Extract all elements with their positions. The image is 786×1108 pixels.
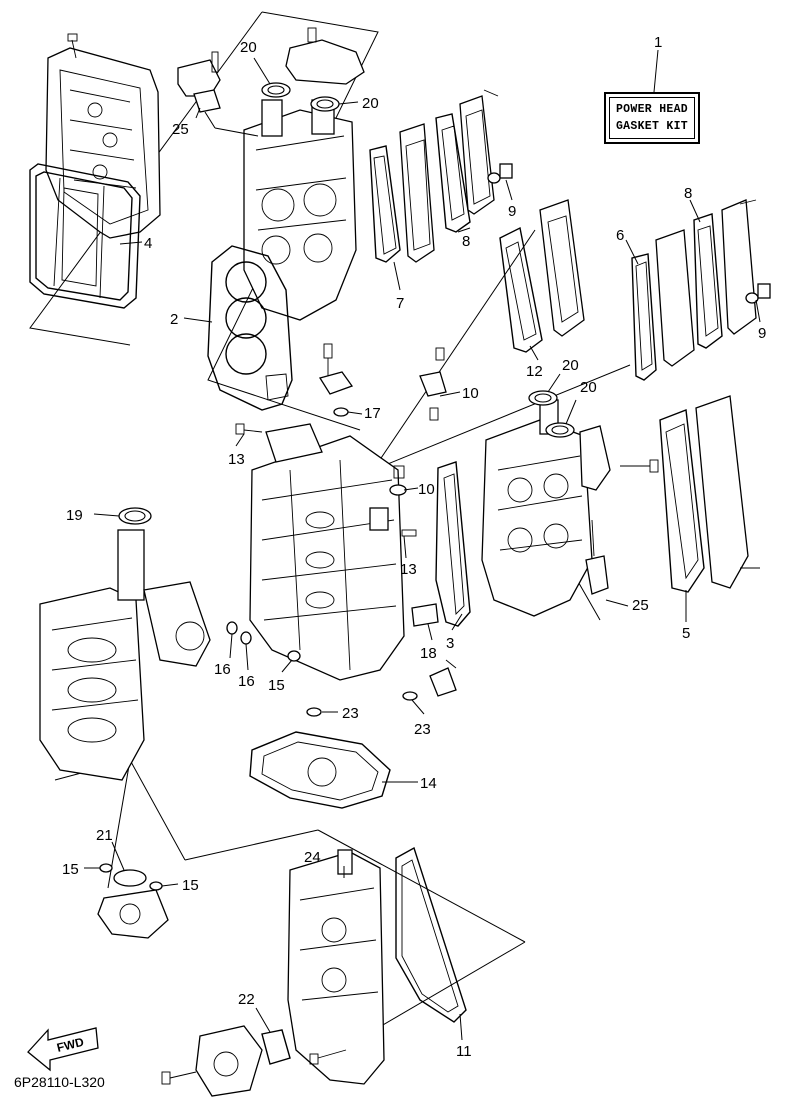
kit-box-line-2: GASKET KIT <box>615 120 688 133</box>
exhaust-cover-gasket-8-upper <box>435 113 471 233</box>
oil-seal-19 <box>118 507 152 525</box>
exhaust-inner-cover-right <box>539 199 585 337</box>
callout-labels: 1 2 3 4 5 6 7 8 8 9 9 10 10 11 12 13 13 … <box>62 34 766 1060</box>
callout-7: 7 <box>396 295 404 312</box>
exhaust-gasket-12 <box>499 226 543 353</box>
oil-seal-top-right <box>310 96 340 112</box>
callout-10-upper: 10 <box>462 385 479 402</box>
callout-12: 12 <box>526 363 543 380</box>
head-cover-gasket <box>29 163 141 309</box>
cylinder-head-cover-right <box>659 395 760 593</box>
exhaust-gasket-6 <box>631 253 657 381</box>
oil-pump-housing <box>97 869 169 939</box>
callout-24: 24 <box>304 849 321 866</box>
cylinder-head-right <box>481 399 611 617</box>
block-gasket-3 <box>435 461 471 627</box>
callout-6: 6 <box>616 227 624 244</box>
callout-13-right: 13 <box>400 561 417 578</box>
exhaust-manifold-gasket-14 <box>249 731 391 809</box>
callout-5: 5 <box>682 625 690 642</box>
oil-seal-right-upper <box>528 390 558 406</box>
oil-seal-top-left <box>261 82 291 98</box>
oil-seal-right-lower <box>545 422 575 438</box>
exhaust-gasket-8-right <box>693 213 723 349</box>
cylinder-head-top <box>177 27 365 321</box>
callout-23-right: 23 <box>414 721 431 738</box>
callout-9-right: 9 <box>758 325 766 342</box>
callout-19: 19 <box>66 507 83 524</box>
anode-9-upper <box>487 163 513 184</box>
thermostat-cover <box>161 1025 347 1097</box>
kit-box-inner-border <box>609 97 695 139</box>
callout-3: 3 <box>446 635 454 652</box>
callout-4: 4 <box>144 235 152 252</box>
callout-25-top: 25 <box>172 121 189 138</box>
callout-16-b: 16 <box>238 673 255 690</box>
thermostat-gasket-22 <box>261 1029 291 1065</box>
diagram-part-code: 6P28110-L320 <box>14 1074 105 1090</box>
callout-15-left: 15 <box>62 861 79 878</box>
anode-9-right <box>745 283 771 304</box>
power-head-gasket-kit-box: POWER HEAD GASKET KIT <box>604 92 700 144</box>
callout-20-mid-lower: 20 <box>580 379 597 396</box>
cylinder-block <box>249 423 405 681</box>
cylinder-head-gasket <box>207 245 293 411</box>
exhaust-guide-gasket-11 <box>395 846 467 1023</box>
callout-1: 1 <box>654 34 662 51</box>
callout-25-right: 25 <box>632 597 649 614</box>
exhaust-plate-right <box>655 229 695 367</box>
callout-8-right: 8 <box>684 185 692 202</box>
callout-17: 17 <box>364 405 381 422</box>
head-cover-upper-left <box>45 33 161 239</box>
exhaust-cover-gasket-7 <box>369 145 401 263</box>
callout-21: 21 <box>96 827 113 844</box>
exhaust-guide-lower <box>287 849 385 1085</box>
exhaust-inner-cover-upper <box>399 123 435 263</box>
callout-22: 22 <box>238 991 255 1008</box>
crankcase-left <box>39 529 211 781</box>
hardware-bolts <box>235 343 659 697</box>
callout-20-top-left: 20 <box>240 39 257 56</box>
callout-leaders <box>84 49 761 1041</box>
callout-16-a: 16 <box>214 661 231 678</box>
callout-14: 14 <box>420 775 437 792</box>
callout-23-left: 23 <box>342 705 359 722</box>
fwd-label: FWD <box>55 1035 85 1055</box>
callout-10-lower: 10 <box>418 481 435 498</box>
exhaust-outer-cover-right <box>721 199 757 335</box>
callout-8-upper: 8 <box>462 233 470 250</box>
callout-13-left: 13 <box>228 451 245 468</box>
kit-box-line-1: POWER HEAD <box>615 103 688 116</box>
callout-15-right: 15 <box>182 877 199 894</box>
forward-arrow-icon: FWD <box>27 1027 99 1072</box>
callout-20-mid-upper: 20 <box>562 357 579 374</box>
callout-20-top-right: 20 <box>362 95 379 112</box>
callout-2: 2 <box>170 311 178 328</box>
exhaust-outer-cover-upper <box>459 89 499 215</box>
cam-sensor-right <box>585 519 609 595</box>
callout-18: 18 <box>420 645 437 662</box>
callout-11: 11 <box>456 1043 472 1060</box>
callout-9-upper: 9 <box>508 203 516 220</box>
callout-15-center: 15 <box>268 677 285 694</box>
